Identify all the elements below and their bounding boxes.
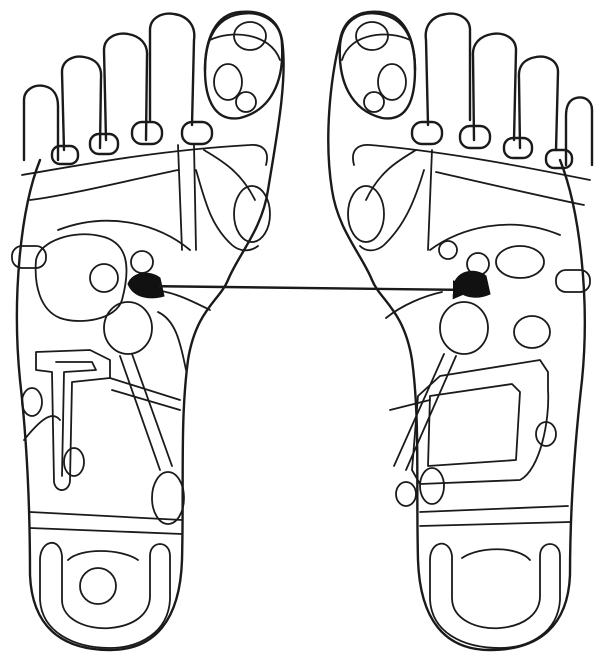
right-heel-u bbox=[430, 544, 560, 648]
left-side-oval-b bbox=[64, 448, 84, 476]
right-big-toe bbox=[340, 13, 415, 118]
right-ridge-a bbox=[428, 150, 432, 250]
right-reflex-point-marker bbox=[454, 271, 490, 297]
right-toe-4 bbox=[519, 57, 558, 150]
right-circle-b bbox=[439, 241, 457, 259]
right-toe-joint-1 bbox=[546, 150, 572, 168]
left-side-oval-a bbox=[22, 388, 42, 416]
left-big-toe bbox=[205, 13, 282, 118]
left-toe-joint-4 bbox=[182, 122, 212, 144]
left-toe-joint-2 bbox=[90, 134, 118, 154]
left-foot bbox=[12, 12, 284, 650]
left-ridge-c bbox=[196, 170, 258, 250]
right-ridge-c bbox=[360, 170, 424, 250]
left-big-toe-detail-b bbox=[214, 64, 242, 100]
right-heel-line-a bbox=[420, 506, 568, 512]
left-toe-3 bbox=[104, 34, 147, 140]
right-side-oval-d bbox=[420, 468, 444, 504]
right-side-oval-c bbox=[396, 482, 416, 506]
right-kidney-oval bbox=[440, 302, 488, 354]
right-inner-arch-a bbox=[366, 150, 416, 200]
right-foot-outline bbox=[328, 12, 584, 650]
left-ridge-b bbox=[194, 145, 196, 250]
right-toe-2 bbox=[426, 14, 470, 125]
right-ball-line bbox=[436, 172, 584, 205]
left-intestine-inner bbox=[56, 362, 96, 476]
right-ball-pill bbox=[496, 246, 544, 278]
right-big-toe-detail-d bbox=[342, 35, 410, 60]
right-upper-curve bbox=[430, 225, 560, 250]
connecting-arrow bbox=[140, 286, 472, 290]
right-toe-3 bbox=[473, 34, 516, 140]
left-inner-arch-a bbox=[204, 150, 255, 200]
right-toes bbox=[340, 13, 592, 168]
right-big-toe-detail-c bbox=[364, 92, 384, 112]
left-arch-curve-b bbox=[158, 312, 186, 370]
right-heel-inner bbox=[462, 549, 530, 560]
right-toe-joint-2 bbox=[504, 138, 532, 158]
left-toes bbox=[24, 13, 282, 164]
left-big-toe-detail-d bbox=[210, 35, 280, 60]
left-mid-curve bbox=[24, 416, 60, 440]
left-toe-2 bbox=[150, 14, 194, 125]
left-upper-curve bbox=[58, 221, 190, 250]
right-side-oval-a bbox=[514, 316, 550, 348]
right-toe-5 bbox=[566, 98, 592, 166]
left-heel-u bbox=[40, 543, 170, 648]
right-heel-line-b bbox=[420, 522, 570, 526]
right-kidney-stem-b bbox=[394, 354, 444, 466]
left-kidney-oval bbox=[104, 302, 152, 354]
left-circle-a bbox=[90, 264, 118, 292]
left-heel-line-a bbox=[30, 512, 182, 520]
right-foot bbox=[328, 12, 592, 650]
right-colon-line bbox=[390, 400, 430, 410]
left-heel-circle bbox=[80, 568, 116, 604]
left-heel-line-b bbox=[30, 528, 182, 534]
left-side-oval-c bbox=[152, 472, 184, 524]
left-circle-b bbox=[131, 251, 153, 273]
left-ball-line bbox=[30, 170, 178, 200]
left-big-toe-detail-c bbox=[236, 92, 256, 112]
left-heel-inner bbox=[68, 551, 138, 560]
right-big-toe-detail-b bbox=[378, 64, 406, 100]
right-ball-oval bbox=[348, 186, 384, 242]
left-ridge-a bbox=[178, 145, 182, 250]
right-intestine-inner bbox=[428, 384, 520, 466]
left-colon-line bbox=[110, 378, 180, 400]
